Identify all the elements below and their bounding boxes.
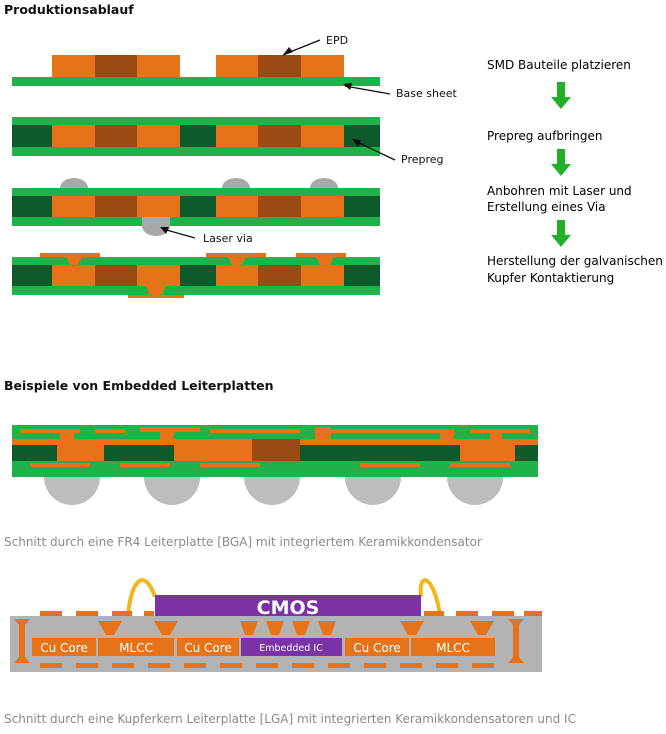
- fr4-bottom-layer: [12, 471, 538, 477]
- caption-fr4: Schnitt durch eine FR4 Leiterplatte [BGA…: [4, 535, 482, 549]
- lga-bottom-pads: [40, 663, 494, 668]
- laser-via: [60, 178, 88, 188]
- cu-core-block: [177, 638, 239, 656]
- cmos-label: CMOS: [257, 597, 320, 619]
- fr4-mid-layer: [12, 461, 538, 471]
- step-3-line-2: Erstellung eines Via: [487, 200, 606, 214]
- cmos-chip: [155, 595, 421, 617]
- cu-core-label: Cu Core: [184, 641, 232, 655]
- laser-via: [310, 178, 338, 188]
- cu-core-label: Cu Core: [40, 641, 88, 655]
- bga-ball: [447, 477, 503, 505]
- step-3: Anbohren mit Laser und Erstellung eines …: [487, 183, 632, 215]
- epd-core: [95, 125, 137, 147]
- fr4-prepreg-block: [300, 445, 350, 461]
- examples-heading: Beispiele von Embedded Leiterplatten: [4, 378, 274, 393]
- epd-core: [258, 265, 301, 286]
- mlcc-block: [411, 638, 495, 656]
- prepreg-label: Prepreg: [401, 153, 444, 166]
- copper-via: [40, 253, 100, 265]
- embedded-ic-label: Embedded IC: [259, 643, 323, 654]
- caption-cu-core: Schnitt durch eine Kupferkern Leiterplat…: [4, 712, 576, 726]
- laser-via: [142, 217, 170, 236]
- mlcc-label: MLCC: [436, 641, 470, 655]
- epd-label: EPD: [326, 34, 348, 47]
- cu-core-label: Cu Core: [353, 641, 401, 655]
- epd-core: [258, 196, 301, 217]
- bond-wire: [126, 578, 157, 616]
- bga-ball: [244, 477, 300, 505]
- down-arrow-icon: [551, 220, 571, 247]
- epd-core: [258, 125, 301, 147]
- stage-1: EPD Base sheet: [12, 34, 458, 100]
- bga-ball: [144, 477, 200, 505]
- step-4: Herstellung der galvanischen Kupfer Kont…: [487, 253, 663, 287]
- epd-core: [95, 55, 137, 78]
- fr4-prepreg-block: [345, 445, 460, 461]
- stage-3: Laser via: [12, 178, 380, 245]
- cu-core-lga-diagram: CMOS Cu Core MLCC Cu Core Embedded IC Cu…: [10, 578, 542, 672]
- cu-core-block: [32, 638, 96, 656]
- laser-via-pointer: [162, 228, 196, 239]
- epd-core: [258, 55, 301, 78]
- base-sheet-pointer: [344, 85, 391, 95]
- down-arrow-icon: [551, 149, 571, 176]
- epd-core: [95, 265, 137, 286]
- epd-core: [95, 196, 137, 217]
- lga-top-pads: [40, 611, 542, 616]
- ceramic-capacitor: [252, 439, 300, 461]
- base-sheet: [12, 286, 380, 295]
- base-sheet: [12, 147, 380, 156]
- down-arrow-icon: [551, 82, 571, 109]
- step-1-line-1: SMD Bauteile platzieren: [487, 58, 631, 72]
- copper-via: [296, 253, 346, 265]
- copper-via: [206, 253, 266, 265]
- step-2: Prepreg aufbringen: [487, 129, 602, 143]
- top-sheet: [12, 257, 380, 265]
- mlcc-block: [98, 638, 174, 656]
- copper-via: [128, 286, 184, 298]
- epd-arrowhead: [282, 47, 293, 56]
- base-sheet: [12, 77, 380, 86]
- bga-ball: [44, 477, 100, 505]
- fr4-prepreg-block: [12, 445, 57, 461]
- step-4-line-1: Herstellung der galvanischen: [487, 254, 663, 268]
- fr4-prepreg-block: [104, 445, 174, 461]
- embedded-ic-block: [241, 638, 342, 656]
- cu-core-block: [345, 638, 409, 656]
- mlcc-label: MLCC: [119, 641, 153, 655]
- stage-4: [12, 253, 380, 298]
- base-sheet-label: Base sheet: [396, 87, 458, 100]
- base-sheet: [12, 217, 380, 226]
- bond-wire: [418, 578, 442, 616]
- prepreg-pointer: [354, 140, 396, 161]
- fr4-traces: [20, 427, 530, 467]
- process-diagram: EPD Base sheet Prepreg Laser via: [12, 34, 458, 298]
- laser-via: [222, 178, 250, 188]
- fr4-prepreg-block: [515, 445, 538, 461]
- prepreg-arrowhead: [352, 139, 361, 147]
- lga-vias: [14, 619, 524, 663]
- stage-2: Prepreg: [12, 117, 444, 166]
- bga-balls: [44, 477, 503, 505]
- laser-via-arrowhead: [160, 227, 169, 234]
- top-sheet: [12, 188, 380, 196]
- step-4-line-2: Kupfer Kontaktierung: [487, 271, 615, 285]
- step-2-line-1: Prepreg aufbringen: [487, 129, 603, 143]
- laser-via-label: Laser via: [203, 232, 253, 245]
- fr4-bga-diagram: [12, 425, 538, 505]
- prepreg-top-sheet: [12, 117, 380, 125]
- bga-ball: [345, 477, 401, 505]
- step-1: SMD Bauteile platzieren: [487, 58, 631, 72]
- process-heading: Produktionsablauf: [4, 2, 134, 17]
- base-sheet-arrowhead: [343, 83, 352, 90]
- step-3-line-1: Anbohren mit Laser und: [487, 184, 632, 198]
